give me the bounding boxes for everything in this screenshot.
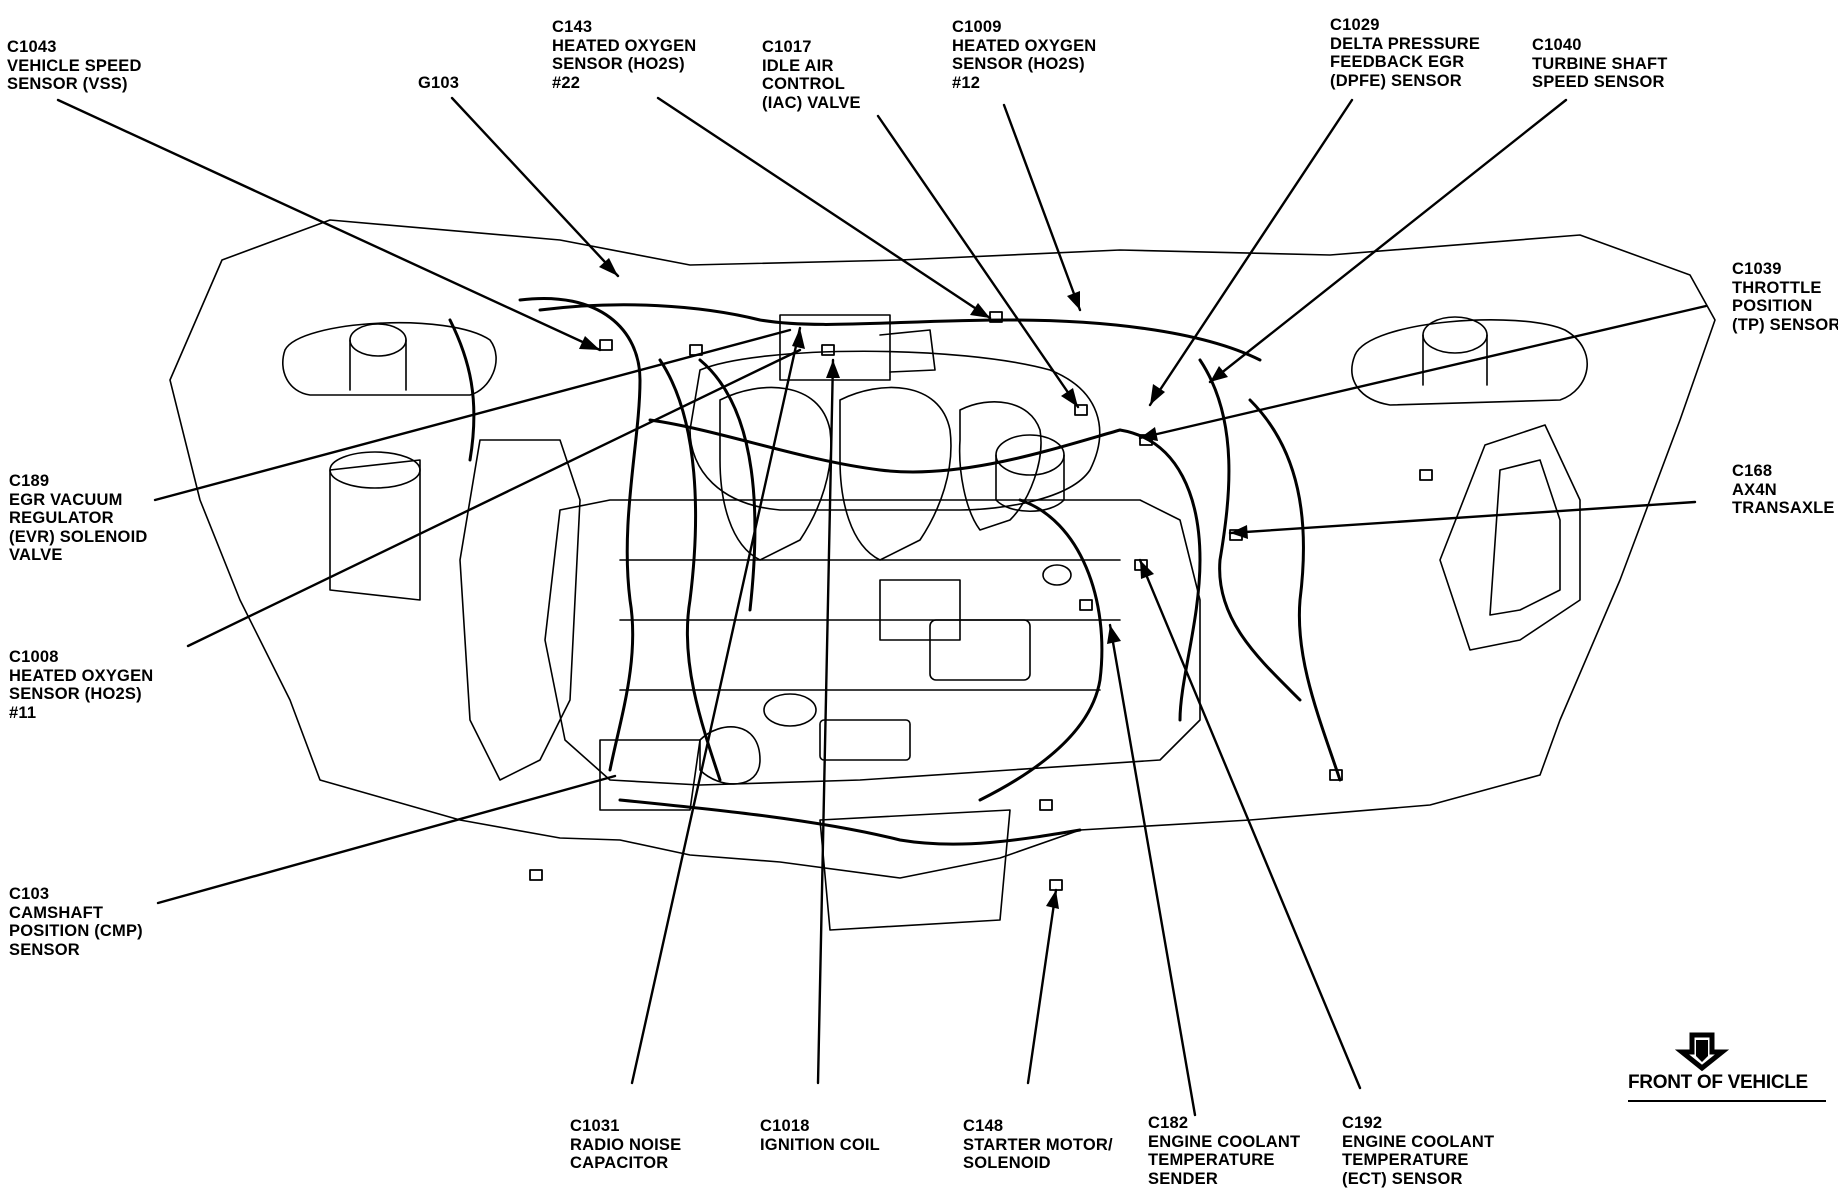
wiring-harness [448,297,1342,846]
arrowhead-c148 [1046,890,1059,909]
leader-c189 [153,328,792,502]
right-strut-tower [1351,316,1588,406]
arrowhead-c1039 [1140,427,1158,441]
throttle-body [995,434,1072,586]
body-outline [169,219,1716,879]
leader-c1039 [1138,304,1708,440]
leader-c1043 [56,98,602,352]
arrowhead-c1031 [792,328,805,349]
intake-manifold [689,314,1101,561]
leader-c168 [1228,500,1697,535]
leader-lines [56,96,1708,1117]
left-strut-tower [281,321,497,601]
leader-c1029 [1148,98,1354,407]
arrowhead-g103 [599,258,618,276]
leader-c1031 [630,326,802,1085]
leader-c182 [1108,623,1197,1117]
subframe [819,809,1011,931]
leader-c143 [656,96,992,320]
arrowhead-c143 [970,303,990,318]
arrowhead-c1040 [1210,366,1228,382]
arrowhead-c1029 [1150,384,1165,405]
arrowhead-c1018 [826,360,840,378]
battery-box [1439,424,1581,651]
arrowhead-c182 [1107,625,1121,644]
label-g103: G103 [418,74,460,92]
leader-c1040 [1208,98,1568,384]
front-of-vehicle-underline [1628,1100,1826,1102]
transmission [459,439,701,811]
leader-c1018 [816,358,835,1085]
front-of-vehicle-label: FRONT OF VEHICLE [1628,1072,1808,1093]
leader-c192 [1138,558,1362,1090]
leader-c148 [1026,888,1058,1085]
engine-block [544,499,1201,786]
arrowheads [579,258,1248,909]
leader-c1017 [876,114,1080,409]
front-arrow-icon [1674,1032,1730,1072]
leader-c1008 [186,348,802,648]
leader-g103 [450,96,620,278]
arrowhead-c1017 [1061,388,1078,407]
arrowhead-c1009 [1067,291,1080,310]
leader-c103 [156,774,617,905]
arrowhead-c168 [1230,525,1248,539]
arrowhead-c1043 [579,336,600,350]
leader-c1009 [1002,103,1082,312]
arrowhead-c192 [1140,560,1154,579]
